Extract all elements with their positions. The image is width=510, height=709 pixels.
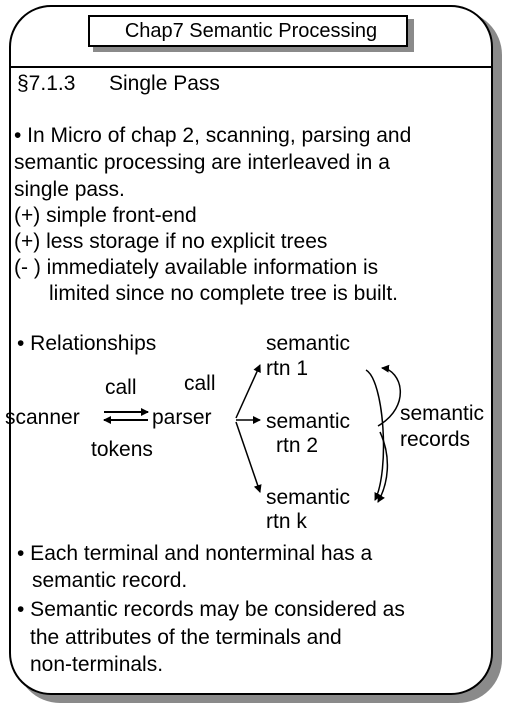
semantic-rtn1-line1: semantic <box>266 332 351 355</box>
parser-to-rtnk-arrow-icon <box>235 421 262 493</box>
closing-line: the attributes of the terminals and <box>30 626 342 649</box>
semantic-rtn2-line2: rtn 2 <box>276 434 319 457</box>
call-label-semantic: call <box>184 372 216 395</box>
scanner-node: scanner <box>5 406 80 429</box>
parser-to-rtn1-arrow-icon <box>235 364 261 419</box>
intro-line: single pass. <box>14 178 125 201</box>
rtn-records-curve-icon <box>365 369 385 501</box>
rtn2-rtnk-curve-icon <box>377 431 389 503</box>
call-label-scanner: call <box>105 376 137 399</box>
intro-line: (- ) immediately available information i… <box>14 256 379 279</box>
intro-line: (+) less storage if no explicit trees <box>14 230 328 253</box>
slide-title: Chap7 Semantic Processing <box>124 20 378 42</box>
semantic-records-line1: semantic <box>400 402 485 425</box>
closing-line: • Each terminal and nonterminal has a <box>17 542 373 565</box>
relationships-bullet: • Relationships <box>17 332 157 355</box>
title-divider <box>11 66 491 68</box>
semantic-rtnk-line2: rtn k <box>266 510 307 533</box>
closing-line: semantic record. <box>32 569 188 592</box>
slide-frame <box>9 5 493 695</box>
intro-line: • In Micro of chap 2, scanning, parsing … <box>14 124 412 147</box>
tokens-label: tokens <box>91 438 153 461</box>
semantic-rtnk-line1: semantic <box>266 486 351 509</box>
intro-line: semantic processing are interleaved in a <box>14 151 390 174</box>
intro-line: (+) simple front-end <box>14 204 197 227</box>
closing-line: non-terminals. <box>30 653 164 676</box>
title-box <box>88 15 408 47</box>
section-number: §7.1.3 <box>17 72 76 95</box>
semantic-records-line2: records <box>400 428 471 451</box>
semantic-rtn2-line1: semantic <box>266 410 351 433</box>
section-title: Single Pass <box>109 72 220 95</box>
semantic-rtn1-line2: rtn 1 <box>266 357 309 380</box>
parser-node: parser <box>152 406 212 429</box>
intro-line: limited since no complete tree is built. <box>49 282 398 305</box>
rtn1-rtn2-curve-icon <box>377 364 401 427</box>
closing-line: • Semantic records may be considered as <box>17 598 405 621</box>
